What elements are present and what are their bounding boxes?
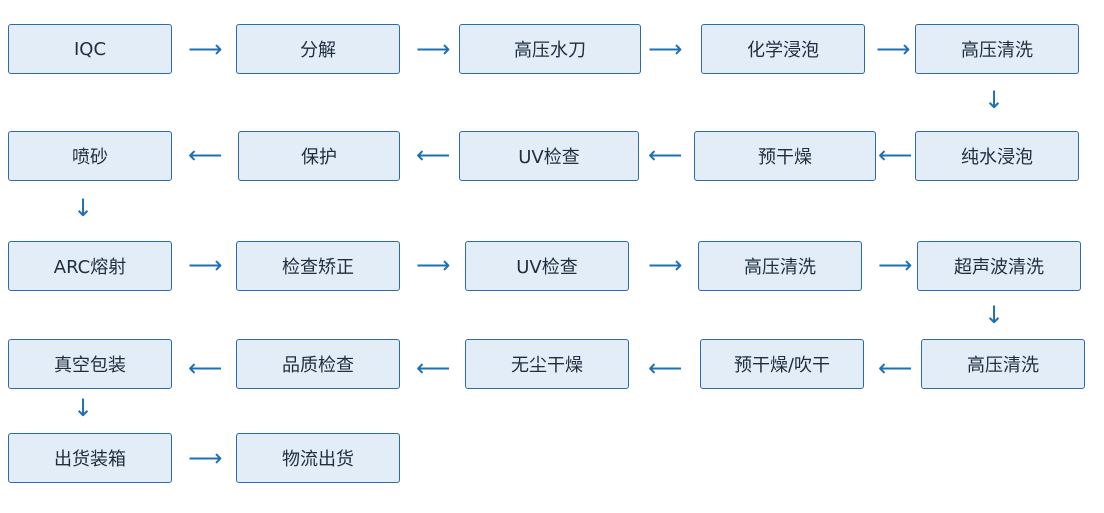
step-label: 喷砂	[72, 147, 108, 168]
step-high-pressure-water-jet: 高压水刀	[459, 24, 641, 74]
step-label: UV检查	[516, 257, 578, 278]
step-pre-dry-1: 预干燥	[694, 131, 876, 181]
step-label: UV检查	[518, 147, 580, 168]
step-high-pressure-wash-3: 高压清洗	[921, 339, 1085, 389]
step-label: 预干燥	[758, 147, 812, 168]
arrow-left-icon: ⟵	[878, 141, 913, 169]
step-label: 高压清洗	[744, 257, 816, 278]
arrow-right-icon: ⟶	[878, 251, 913, 279]
step-label: 化学浸泡	[747, 40, 819, 61]
arrow-left-icon: ⟵	[648, 354, 683, 382]
arrow-right-icon: ⟶	[416, 251, 451, 279]
arrow-right-icon: ⟶	[648, 35, 683, 63]
step-label: 高压清洗	[967, 355, 1039, 376]
step-uv-inspection-1: UV检查	[459, 131, 639, 181]
arrow-left-icon: ⟵	[648, 141, 683, 169]
step-disassembly: 分解	[236, 24, 400, 74]
step-iqc: IQC	[8, 24, 172, 74]
step-label: 检查矫正	[282, 257, 354, 278]
step-label: 物流出货	[282, 449, 354, 470]
step-label: ARC熔射	[53, 257, 127, 278]
arrow-left-icon: ⟵	[416, 354, 451, 382]
arrow-right-icon: ⟶	[648, 251, 683, 279]
step-ultrasonic-wash: 超声波清洗	[917, 241, 1081, 291]
arrow-right-icon: ⟶	[416, 35, 451, 63]
step-chemical-soak: 化学浸泡	[701, 24, 865, 74]
step-label: 品质检查	[282, 355, 354, 376]
step-label: 预干燥/吹干	[733, 355, 831, 376]
step-pre-dry-blow-dry: 预干燥/吹干	[700, 339, 864, 389]
step-vacuum-packaging: 真空包装	[8, 339, 172, 389]
step-high-pressure-wash-2: 高压清洗	[698, 241, 862, 291]
arrow-down-icon: ↓	[73, 394, 94, 422]
step-inspection-correction: 检查矫正	[236, 241, 400, 291]
arrow-right-icon: ⟶	[188, 35, 223, 63]
step-shipping-boxing: 出货装箱	[8, 433, 172, 483]
step-label: 分解	[300, 40, 336, 61]
arrow-down-icon: ↓	[73, 194, 94, 222]
arrow-right-icon: ⟶	[876, 35, 911, 63]
arrow-right-icon: ⟶	[188, 251, 223, 279]
step-label: 超声波清洗	[954, 257, 1044, 278]
step-logistics-shipping: 物流出货	[236, 433, 400, 483]
step-uv-inspection-2: UV检查	[465, 241, 629, 291]
step-label: 高压清洗	[961, 40, 1033, 61]
arrow-left-icon: ⟵	[416, 141, 451, 169]
step-quality-inspection: 品质检查	[236, 339, 400, 389]
step-label: 纯水浸泡	[961, 147, 1033, 168]
arrow-left-icon: ⟵	[878, 354, 913, 382]
arrow-down-icon: ↓	[984, 301, 1005, 329]
step-sandblasting: 喷砂	[8, 131, 172, 181]
arrow-left-icon: ⟵	[188, 354, 223, 382]
step-dust-free-drying: 无尘干燥	[465, 339, 629, 389]
arrow-right-icon: ⟶	[188, 444, 223, 472]
step-label: 无尘干燥	[511, 355, 583, 376]
step-protection: 保护	[238, 131, 400, 181]
step-label: 保护	[301, 147, 337, 168]
step-label: IQC	[73, 38, 107, 60]
arrow-left-icon: ⟵	[188, 141, 223, 169]
step-label: 出货装箱	[54, 449, 126, 470]
step-high-pressure-wash-1: 高压清洗	[915, 24, 1079, 74]
step-arc-spray: ARC熔射	[8, 241, 172, 291]
step-pure-water-soak: 纯水浸泡	[915, 131, 1079, 181]
step-label: 真空包装	[54, 355, 126, 376]
step-label: 高压水刀	[514, 40, 586, 61]
arrow-down-icon: ↓	[984, 86, 1005, 114]
